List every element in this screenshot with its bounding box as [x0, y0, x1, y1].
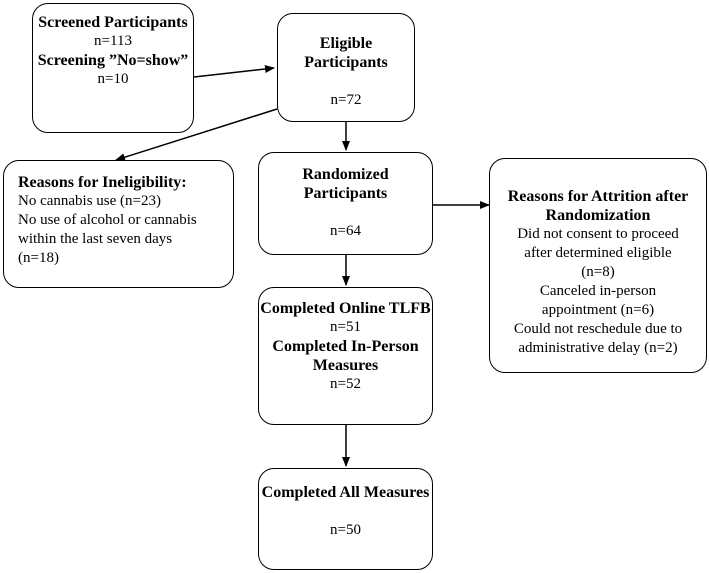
noshow-count: n=10	[97, 71, 129, 87]
completed-inperson-count: n=52	[330, 376, 361, 392]
eligible-participants-box: Eligible Participants n=72	[277, 13, 415, 122]
completed-online-box: Completed Online TLFB n=51 Completed In-…	[258, 287, 433, 425]
eligible-count: n=72	[330, 92, 362, 108]
noshow-title: Screening ”No=show”	[37, 52, 189, 69]
attrition-line: Canceled in-person	[539, 283, 657, 299]
screened-participants-box: Screened Participants n=113 Screening ”N…	[32, 3, 194, 133]
screened-count: n=113	[94, 33, 132, 49]
randomized-count: n=64	[330, 223, 361, 239]
completed-all-count: n=50	[330, 522, 361, 538]
randomized-title: Randomized Participants	[302, 166, 389, 202]
attrition-line: (n=8)	[581, 264, 615, 280]
attrition-line: administrative delay (n=2)	[518, 340, 678, 356]
attrition-title: Reasons for Attrition after Randomizatio…	[507, 188, 689, 224]
attrition-line: after determined eligible	[524, 245, 672, 261]
attrition-line: appointment (n=6)	[541, 302, 655, 318]
ineligibility-line: No cannabis use (n=23)	[18, 193, 162, 209]
arrow-screened-to-eligible	[193, 65, 275, 78]
completed-online-count: n=51	[330, 319, 361, 335]
ineligibility-title: Reasons for Ineligibility:	[18, 174, 187, 191]
completed-inperson-title: Completed In-Person Measures	[272, 338, 419, 374]
completed-online-title: Completed Online TLFB	[260, 300, 431, 317]
ineligibility-line: within the last seven days	[18, 231, 173, 247]
attrition-box: Reasons for Attrition after Randomizatio…	[489, 158, 707, 373]
eligible-title: Eligible Participants	[304, 35, 388, 71]
ineligibility-line: (n=18)	[18, 250, 59, 266]
ineligibility-line: No use of alcohol or cannabis	[18, 212, 197, 228]
attrition-line: Could not reschedule due to	[513, 321, 683, 337]
screened-title: Screened Participants	[38, 14, 188, 31]
completed-all-box: Completed All Measures n=50	[258, 468, 433, 570]
randomized-participants-box: Randomized Participants n=64	[258, 152, 433, 255]
ineligibility-box: Reasons for Ineligibility: No cannabis u…	[3, 160, 234, 288]
attrition-line: Did not consent to proceed	[517, 226, 679, 242]
completed-all-title: Completed All Measures	[261, 484, 430, 501]
